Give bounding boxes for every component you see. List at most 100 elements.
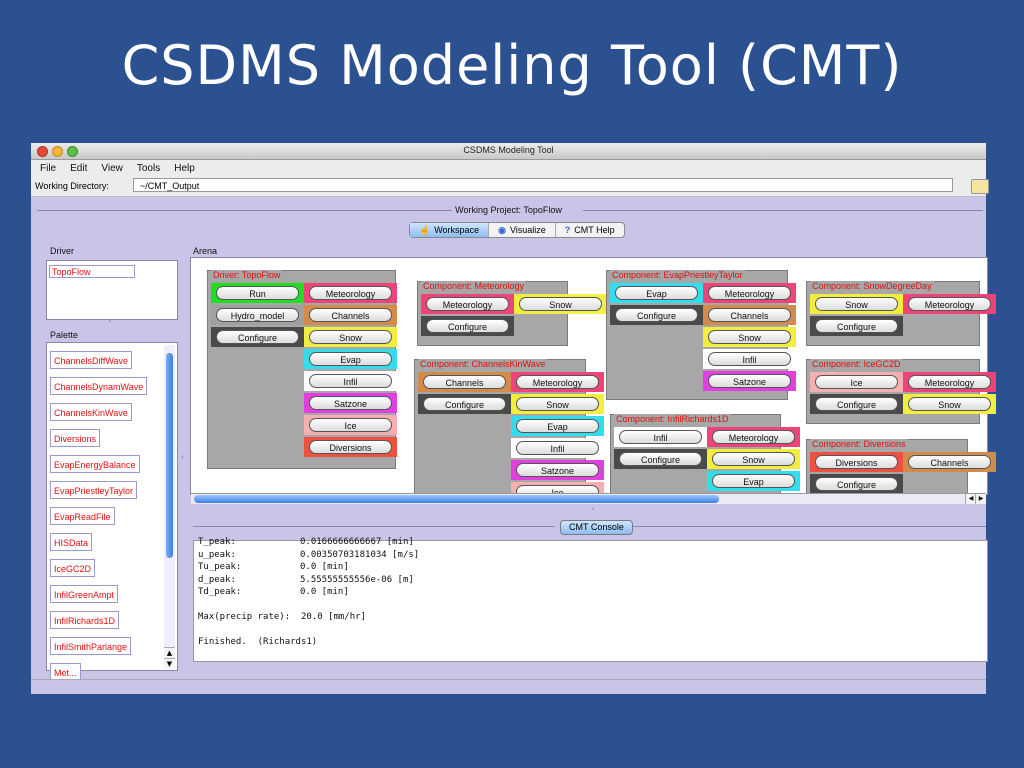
console-value: 0.0 [min] [300, 587, 349, 597]
palette-item[interactable]: InfilGreenAmpt [50, 585, 119, 603]
component-port-button[interactable]: Evap [712, 474, 795, 488]
component-port-button[interactable]: Satzone [708, 374, 791, 388]
arena-horizontal-scrollbar[interactable]: ◀ ▶ [191, 493, 986, 504]
component-port-button[interactable]: Configure [426, 319, 509, 333]
component-port-button[interactable]: Configure [423, 397, 506, 411]
tab-workspace[interactable]: ☝ Workspace [410, 223, 490, 237]
component-port-button[interactable]: Infil [516, 441, 599, 455]
component-port-button[interactable]: Meteorology [309, 286, 392, 300]
component-port-button[interactable]: Infil [619, 430, 702, 444]
menu-view[interactable]: View [101, 162, 123, 174]
component-port-button[interactable]: Satzone [309, 396, 392, 410]
component-port-button[interactable]: Ice [309, 418, 392, 432]
component-port-button[interactable]: Snow [815, 297, 898, 311]
working-directory-field[interactable]: ~/CMT_Output [133, 178, 953, 192]
console-value: 5.55555555556e-06 [m] [300, 574, 414, 585]
component-port-button[interactable]: Channels [309, 308, 392, 322]
palette-scroll-thumb[interactable] [166, 353, 173, 558]
palette-item[interactable]: ChannelsDynamWave [50, 377, 148, 395]
component-port-button[interactable]: Meteorology [908, 297, 991, 311]
component-port-button[interactable]: Meteorology [516, 375, 599, 389]
vertical-splitter-handle[interactable]: › [181, 453, 184, 461]
console-key: u_peak: [198, 549, 236, 560]
palette-item[interactable]: EvapEnergyBalance [50, 455, 140, 473]
component-port-button[interactable]: Ice [815, 375, 898, 389]
arena-scroll-thumb[interactable] [194, 495, 719, 503]
component-port-button[interactable]: Snow [712, 452, 795, 466]
menu-file[interactable]: File [40, 162, 57, 174]
menu-help[interactable]: Help [174, 162, 195, 174]
component-port-button[interactable]: Channels [908, 455, 991, 469]
component-port-button[interactable]: Meteorology [908, 375, 991, 389]
component-port: Ice [810, 372, 903, 392]
component-title: Component: ChannelsKinWave [418, 359, 548, 369]
component-port-button[interactable]: Configure [815, 397, 898, 411]
component-port-button[interactable]: Snow [708, 330, 791, 344]
component-port-button[interactable]: Channels [423, 375, 506, 389]
scroll-up-icon[interactable]: ▲ [164, 647, 175, 658]
palette-item[interactable]: EvapReadFile [50, 507, 115, 525]
component-port-button[interactable]: Meteorology [712, 430, 795, 444]
component-port-button[interactable]: Infil [309, 374, 392, 388]
zoom-window-button[interactable] [67, 146, 78, 157]
menu-tools[interactable]: Tools [136, 162, 161, 174]
component-port-button[interactable]: Diversions [309, 440, 392, 454]
component-port-button[interactable]: Snow [516, 397, 599, 411]
scroll-down-icon[interactable]: ▼ [164, 658, 175, 669]
palette-item[interactable]: Diversions [50, 429, 101, 447]
tab-visualize[interactable]: ◉ Visualize [489, 223, 556, 237]
component-port-button[interactable]: Configure [815, 319, 898, 333]
close-window-button[interactable] [37, 146, 48, 157]
palette-scrollbar[interactable]: ▲ ▼ [164, 345, 175, 669]
component-port-button[interactable]: Meteorology [708, 286, 791, 300]
component-port-button[interactable]: Configure [216, 330, 299, 344]
palette-item[interactable]: InfilRichards1D [50, 611, 120, 629]
component-port-button[interactable]: Satzone [516, 463, 599, 477]
component-port-button[interactable]: Snow [519, 297, 602, 311]
console-output[interactable]: T_peak:0.0166666666667 [min]u_peak:0.003… [193, 537, 988, 662]
component-port-button[interactable]: Evap [615, 286, 698, 300]
palette-item[interactable]: InfilSmithParlange [50, 637, 132, 655]
scroll-left-icon[interactable]: ◀ [965, 494, 976, 504]
driver-item-topoflow[interactable]: TopoFlow [49, 265, 135, 278]
component-port-button[interactable]: Hydro_model [216, 308, 299, 322]
folder-icon[interactable] [971, 179, 989, 194]
console-splitter-handle[interactable]: ˆ [591, 508, 595, 516]
component-port: Infil [304, 371, 397, 391]
palette-item[interactable]: ChannelsKinWave [50, 403, 132, 421]
component-port-button[interactable]: Diversions [815, 455, 898, 469]
palette-item[interactable]: ChannelsDiffWave [50, 351, 133, 369]
component-port-button[interactable]: Snow [309, 330, 392, 344]
palette-item[interactable]: HISData [50, 533, 93, 551]
component-port-button[interactable]: Channels [708, 308, 791, 322]
component-port-button[interactable]: Snow [908, 397, 991, 411]
component-port-button[interactable]: Configure [815, 477, 898, 491]
console-line: T_peak:0.0166666666667 [min] [198, 537, 414, 547]
component-port-button[interactable]: Evap [516, 419, 599, 433]
component-port: Evap [610, 283, 703, 303]
scroll-right-icon[interactable]: ▶ [975, 494, 986, 504]
component-port: Evap [707, 471, 800, 491]
component-port-button[interactable]: Run [216, 286, 299, 300]
palette-item[interactable]: IceGC2D [50, 559, 96, 577]
component-port-button[interactable]: Configure [619, 452, 702, 466]
menu-edit[interactable]: Edit [70, 162, 88, 174]
palette-item[interactable]: EvapPriestleyTaylor [50, 481, 138, 499]
component-port-button[interactable]: Evap [309, 352, 392, 366]
component-port-button[interactable]: Configure [615, 308, 698, 322]
component-port-button[interactable]: Meteorology [426, 297, 509, 311]
tab-cmt-help[interactable]: ? CMT Help [564, 225, 615, 235]
minimize-window-button[interactable] [52, 146, 63, 157]
splitter-handle[interactable]: ˆ [108, 320, 112, 328]
component-port-button[interactable]: Infil [708, 352, 791, 366]
cmt-console-button[interactable]: CMT Console [560, 520, 633, 535]
